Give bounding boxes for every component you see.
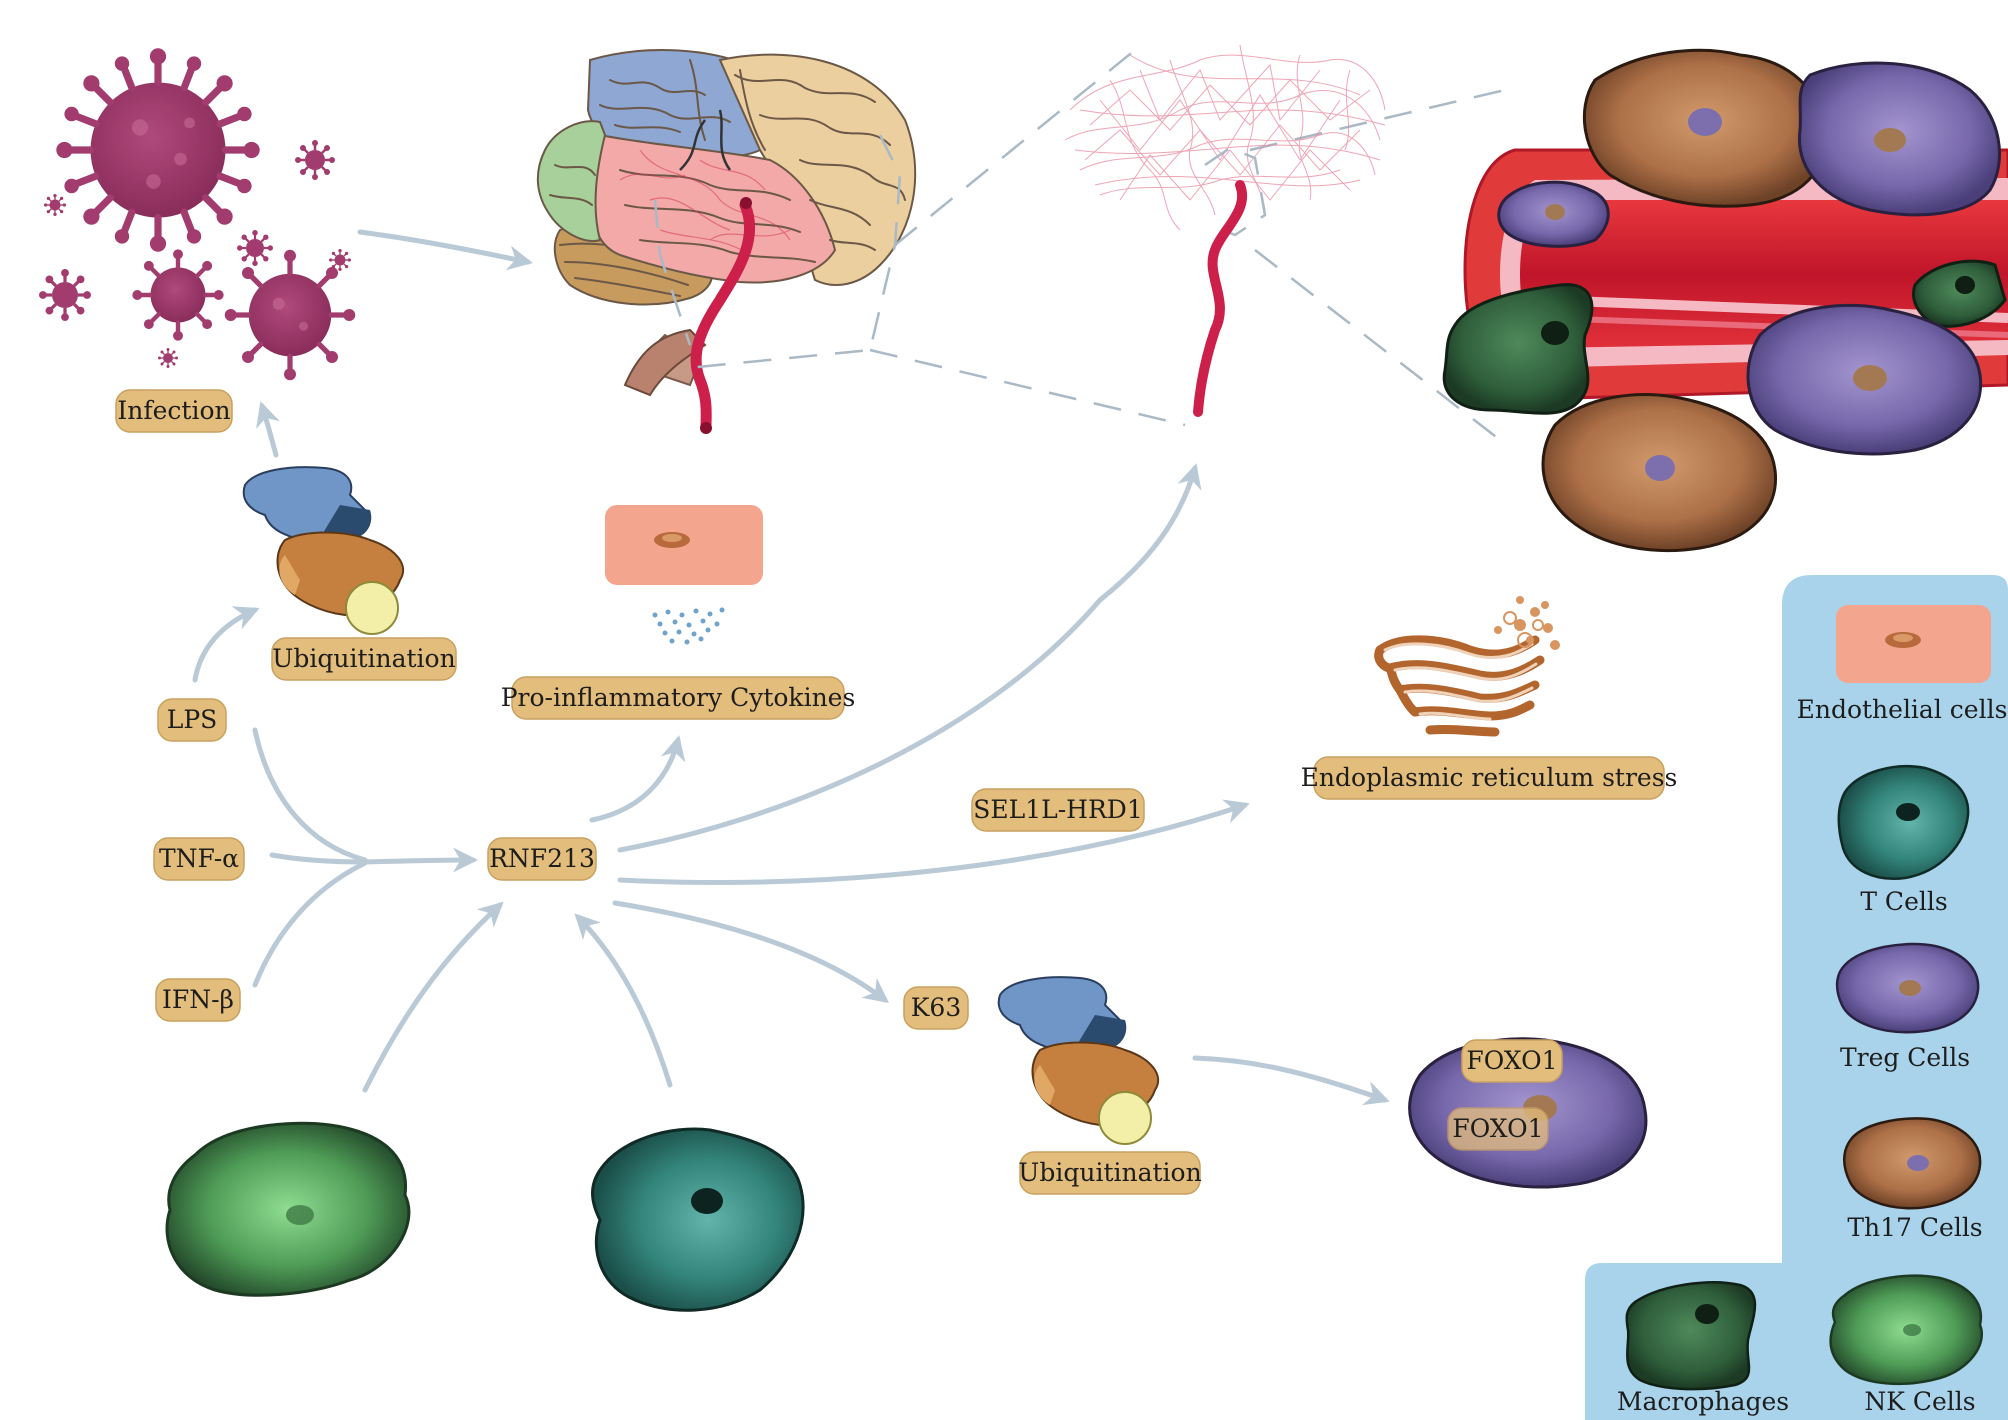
- legend-label: Macrophages: [1617, 1387, 1789, 1416]
- nk-cell-large-icon: [165, 1121, 411, 1297]
- legend-label: Endothelial cells: [1797, 695, 2008, 724]
- zoom-connector: [653, 49, 1506, 441]
- macrophage-icon: [1442, 283, 1594, 415]
- label-ubiquitination-top: Ubiquitination: [271, 637, 457, 681]
- label-foxo1-a: FOXO1: [1461, 1039, 1563, 1083]
- treg-cell-large-icon: [1746, 303, 1983, 456]
- legend-treg-cells: Treg Cells: [1835, 942, 1980, 1072]
- legend-label: T Cells: [1860, 887, 1947, 916]
- capillary-network-icon: [1064, 44, 1386, 231]
- legend-label: NK Cells: [1864, 1387, 1975, 1416]
- svg-text:Endoplasmic reticulum stress: Endoplasmic reticulum stress: [1301, 763, 1678, 792]
- svg-text:FOXO1: FOXO1: [1452, 1114, 1543, 1143]
- virus-cluster-icon: [37, 48, 356, 381]
- svg-text:SEL1L-HRD1: SEL1L-HRD1: [973, 795, 1143, 824]
- svg-text:RNF213: RNF213: [489, 844, 595, 873]
- svg-text:Infection: Infection: [117, 396, 230, 425]
- legend-t-cells: T Cells: [1837, 765, 1970, 916]
- artery-icon: [1193, 180, 1247, 417]
- label-tnf-alpha: TNF-α: [153, 837, 245, 881]
- endothelial-cell-icon: [605, 505, 763, 585]
- brain-icon: [536, 49, 917, 397]
- svg-text:Pro-inflammatory Cytokines: Pro-inflammatory Cytokines: [501, 683, 856, 712]
- label-er-stress: Endoplasmic reticulum stress: [1301, 756, 1678, 800]
- legend-macrophages: Macrophages: [1617, 1281, 1789, 1416]
- ubiquitin-complex-top-icon: [242, 466, 405, 635]
- t-cell-large-icon: [591, 1127, 805, 1312]
- label-pro-inflammatory-cytokines: Pro-inflammatory Cytokines: [501, 676, 856, 720]
- svg-text:K63: K63: [911, 993, 962, 1022]
- label-sel1l-hrd1: SEL1L-HRD1: [971, 788, 1145, 832]
- legend: Endothelial cells T Cells Treg Cells Th1…: [1585, 575, 2008, 1420]
- legend-label: Th17 Cells: [1847, 1213, 1982, 1242]
- legend-endothelial-cells: Endothelial cells: [1797, 605, 2008, 724]
- svg-text:IFN-β: IFN-β: [162, 985, 234, 1014]
- treg-cell-small-icon: [1497, 180, 1610, 248]
- legend-th17-cells: Th17 Cells: [1843, 1117, 1983, 1242]
- macrophage-small-icon: [1912, 259, 2007, 328]
- treg-cell-icon: [1797, 61, 2002, 217]
- label-lps: LPS: [157, 698, 227, 742]
- svg-text:LPS: LPS: [167, 705, 218, 734]
- legend-label: Treg Cells: [1840, 1043, 1970, 1072]
- th17-cell-large-icon: [1541, 393, 1778, 553]
- pathway-arrows: [192, 229, 1390, 1106]
- endoplasmic-reticulum-icon: [1374, 596, 1560, 737]
- cytokine-dots-icon: [652, 607, 725, 645]
- label-ifn-beta: IFN-β: [155, 978, 241, 1022]
- svg-text:Ubiquitination: Ubiquitination: [1018, 1158, 1201, 1187]
- label-infection: Infection: [115, 389, 233, 433]
- vessel-icon: [690, 199, 756, 434]
- svg-text:FOXO1: FOXO1: [1466, 1046, 1557, 1075]
- label-foxo1-b: FOXO1: [1447, 1107, 1549, 1151]
- th17-cell-icon: [1582, 48, 1828, 208]
- label-rnf213: RNF213: [487, 837, 597, 881]
- t-cell-icon: [1837, 765, 1970, 880]
- label-k63: K63: [903, 986, 969, 1030]
- legend-nk-cells: NK Cells: [1829, 1274, 1983, 1416]
- svg-text:TNF-α: TNF-α: [159, 844, 239, 873]
- svg-text:Ubiquitination: Ubiquitination: [272, 644, 455, 673]
- ubiquitin-complex-bottom-icon: [997, 976, 1160, 1145]
- label-ubiquitination-bottom: Ubiquitination: [1018, 1151, 1202, 1195]
- macrophage-icon: [1625, 1281, 1757, 1391]
